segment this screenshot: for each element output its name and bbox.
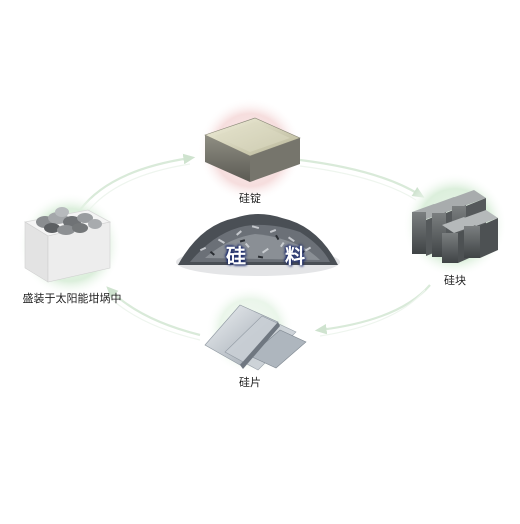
label-block: 硅块 xyxy=(444,274,466,287)
arrow-block-to-wafer xyxy=(314,284,431,335)
silicon-ingot-image xyxy=(204,117,301,182)
arrow-ingot-to-block xyxy=(299,158,425,198)
label-crucible: 盛装于太阳能坩埚中 xyxy=(22,292,122,305)
label-ingot: 硅锭 xyxy=(239,192,261,205)
silicon-block-image xyxy=(412,190,498,263)
crucible-image xyxy=(23,207,112,283)
label-center-feedstock: 硅 料 xyxy=(226,244,321,268)
silicon-wafer-image xyxy=(204,304,307,371)
silicon-feedstock-pile xyxy=(176,214,340,276)
label-wafer: 硅片 xyxy=(239,376,261,389)
silicon-chunks xyxy=(36,207,102,235)
arrow-wafer-to-crucible xyxy=(106,286,201,337)
